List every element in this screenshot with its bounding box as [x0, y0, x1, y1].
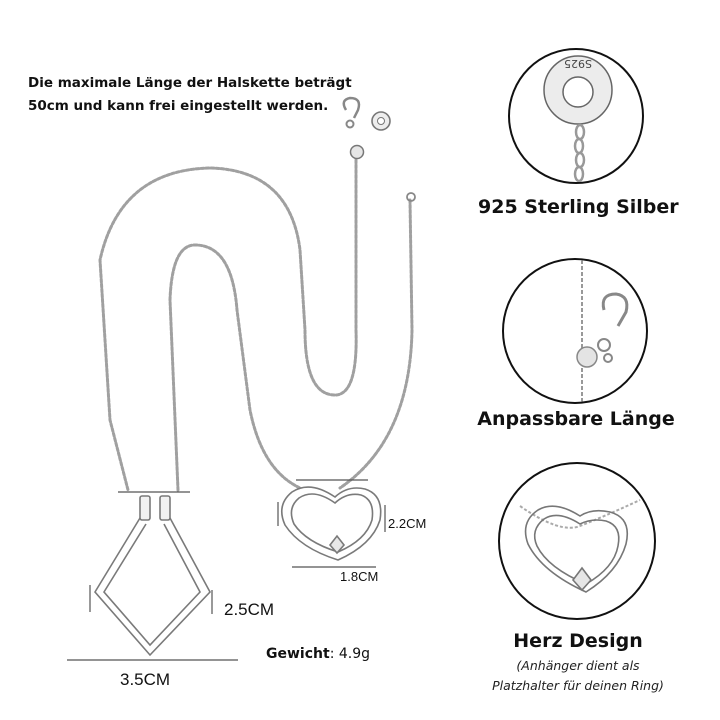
intro-line-2: 50cm und kann frei eingestellt werden.: [28, 98, 329, 114]
pendant-width-label: 3.5CM: [120, 670, 171, 689]
intro-line-1: Die maximale Länge der Halskette beträgt: [28, 75, 352, 91]
heart-height-label: 2.2CM: [388, 516, 427, 531]
weight-value: 4.9g: [338, 646, 371, 662]
adjustable-clasp-icon: [576, 260, 629, 402]
feature-subtitle-heart: (Anhänger dient als Platzhalter für dein…: [478, 656, 678, 696]
weight-label: Gewicht: [266, 646, 330, 662]
weight-separator: :: [329, 646, 339, 662]
pendant-height-label: 2.5CM: [224, 600, 275, 619]
feature-title-silver: 925 Sterling Silber: [478, 196, 679, 218]
feature-title-adjustable: Anpassbare Länge: [477, 408, 675, 430]
clasp-icon: [342, 96, 416, 202]
heart-pendant-icon: [519, 499, 641, 593]
heart-pendant-icon: [280, 486, 382, 561]
weight-info: Gewicht: 4.9g: [266, 646, 370, 662]
pendant-dimension-lines: [67, 491, 238, 661]
heart-dimension-lines: [277, 479, 386, 568]
feature-circle-silver: S925: [508, 48, 644, 184]
feature-subtitle-line-1: (Anhänger dient als: [516, 658, 640, 673]
intro-text: Die maximale Länge der Halskette beträgt…: [28, 72, 388, 118]
feature-circle-adjustable: [502, 258, 648, 404]
feature-title-heart: Herz Design: [513, 630, 643, 652]
ring-holder-pendant-icon: [94, 495, 211, 657]
silver-ring-tag-icon: S925: [543, 55, 613, 182]
heart-width-label: 1.8CM: [340, 569, 379, 584]
stamp-text: S925: [564, 57, 592, 70]
feature-circle-heart: [498, 462, 656, 620]
feature-subtitle-line-2: Platzhalter für deinen Ring): [492, 678, 664, 693]
chain-icon: [98, 148, 414, 492]
